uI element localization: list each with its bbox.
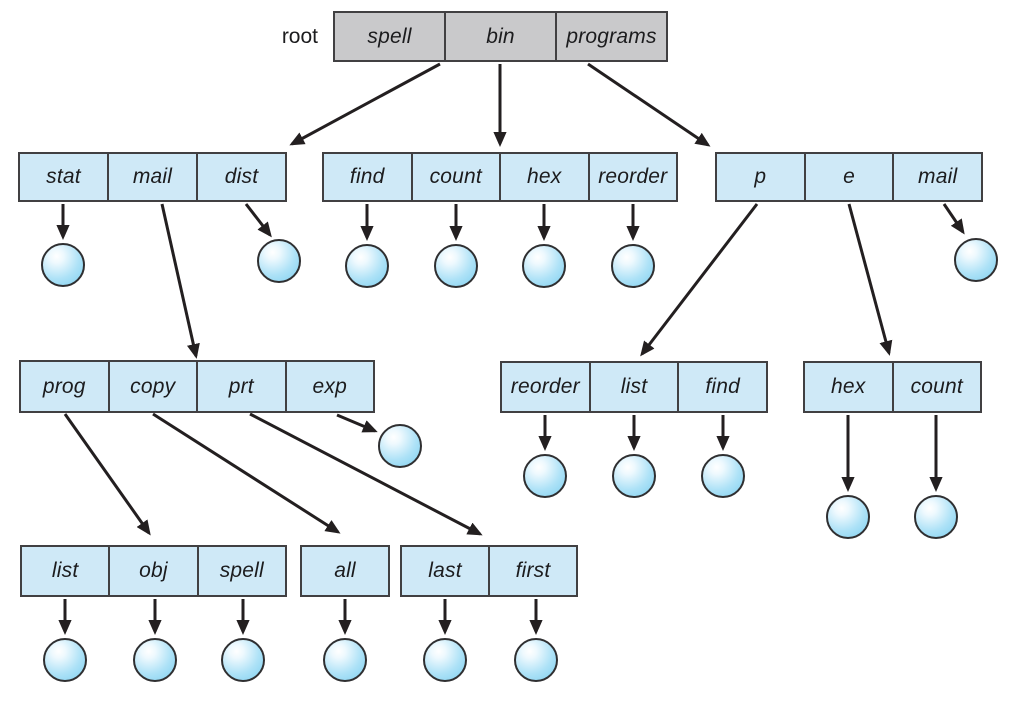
edge-spell-to-spell-dir [289,62,441,146]
file-icon [323,638,367,682]
cell-spell: spell [367,24,412,48]
cell-find2: find [677,363,766,411]
edge-copy-to-copy-dir [152,412,341,534]
mail-directory-box: prog copy prt exp [19,360,375,413]
file-icon [523,454,567,498]
cell-list3: list [51,559,79,582]
cell-list2: list [588,363,678,411]
edge-prog-to-prog-dir [63,413,151,536]
cell-exp: exp [284,362,374,411]
cell-reorder: reorder [587,154,677,200]
file-icon [43,638,87,682]
cell-mail2: mail [892,154,981,200]
e-directory-box: hex count [803,361,982,413]
edge-prt-to-prt-dir [249,412,483,536]
cell-stat: stat [46,165,81,188]
file-icon [514,638,558,682]
cell-spell3: spell [196,547,285,595]
file-icon [826,495,870,539]
file-icon [611,244,655,288]
file-icon [345,244,389,288]
file-icon [221,638,265,682]
cell-all: all [334,559,356,582]
cell-mail: mail [107,154,196,200]
prog-directory-box: list obj spell [20,545,287,597]
spell-directory-box: stat mail dist [18,152,287,202]
file-icon [914,495,958,539]
cell-prt: prt [196,362,285,411]
cell-p: p [754,165,767,188]
edge-mail-to-mail-dir [160,203,200,359]
bin-directory-box: find count hex reorder [322,152,678,202]
root-label: root [281,25,318,48]
edge-e-to-e-dir [847,203,893,356]
cell-hex2: hex [831,375,866,398]
cell-first: first [488,547,576,595]
cell-reorder2: reorder [510,375,580,398]
copy-directory-box: all [300,545,390,597]
cell-hex: hex [499,154,588,200]
edge-dist-to-file [244,203,272,238]
edge-programs-to-programs-dir [587,62,711,147]
edge-mail2-to-file [942,203,965,235]
file-icon [434,244,478,288]
cell-prog: prog [42,374,86,398]
file-icon [257,239,301,283]
cell-count2: count [891,363,981,411]
programs-directory-box: p e mail [715,152,983,202]
cell-dist: dist [196,154,285,200]
cell-programs: programs [555,13,666,60]
root-directory-box: spell bin programs [333,11,668,62]
edge-p-to-p-dir [640,203,759,357]
p-directory-box: reorder list find [500,361,768,413]
file-icon [954,238,998,282]
file-icon [378,424,422,468]
file-icon [423,638,467,682]
cell-count: count [410,154,500,200]
file-icon [522,244,566,288]
edge-exp-to-file [336,413,378,433]
cell-obj: obj [108,547,196,595]
cell-copy: copy [107,362,197,411]
cell-e: e [803,154,893,200]
file-icon [612,454,656,498]
file-icon [41,243,85,287]
file-icon [701,454,745,498]
cell-bin: bin [444,13,555,60]
file-icon [133,638,177,682]
cell-find: find [349,165,385,188]
prt-directory-box: last first [400,545,578,597]
cell-last: last [428,559,462,582]
